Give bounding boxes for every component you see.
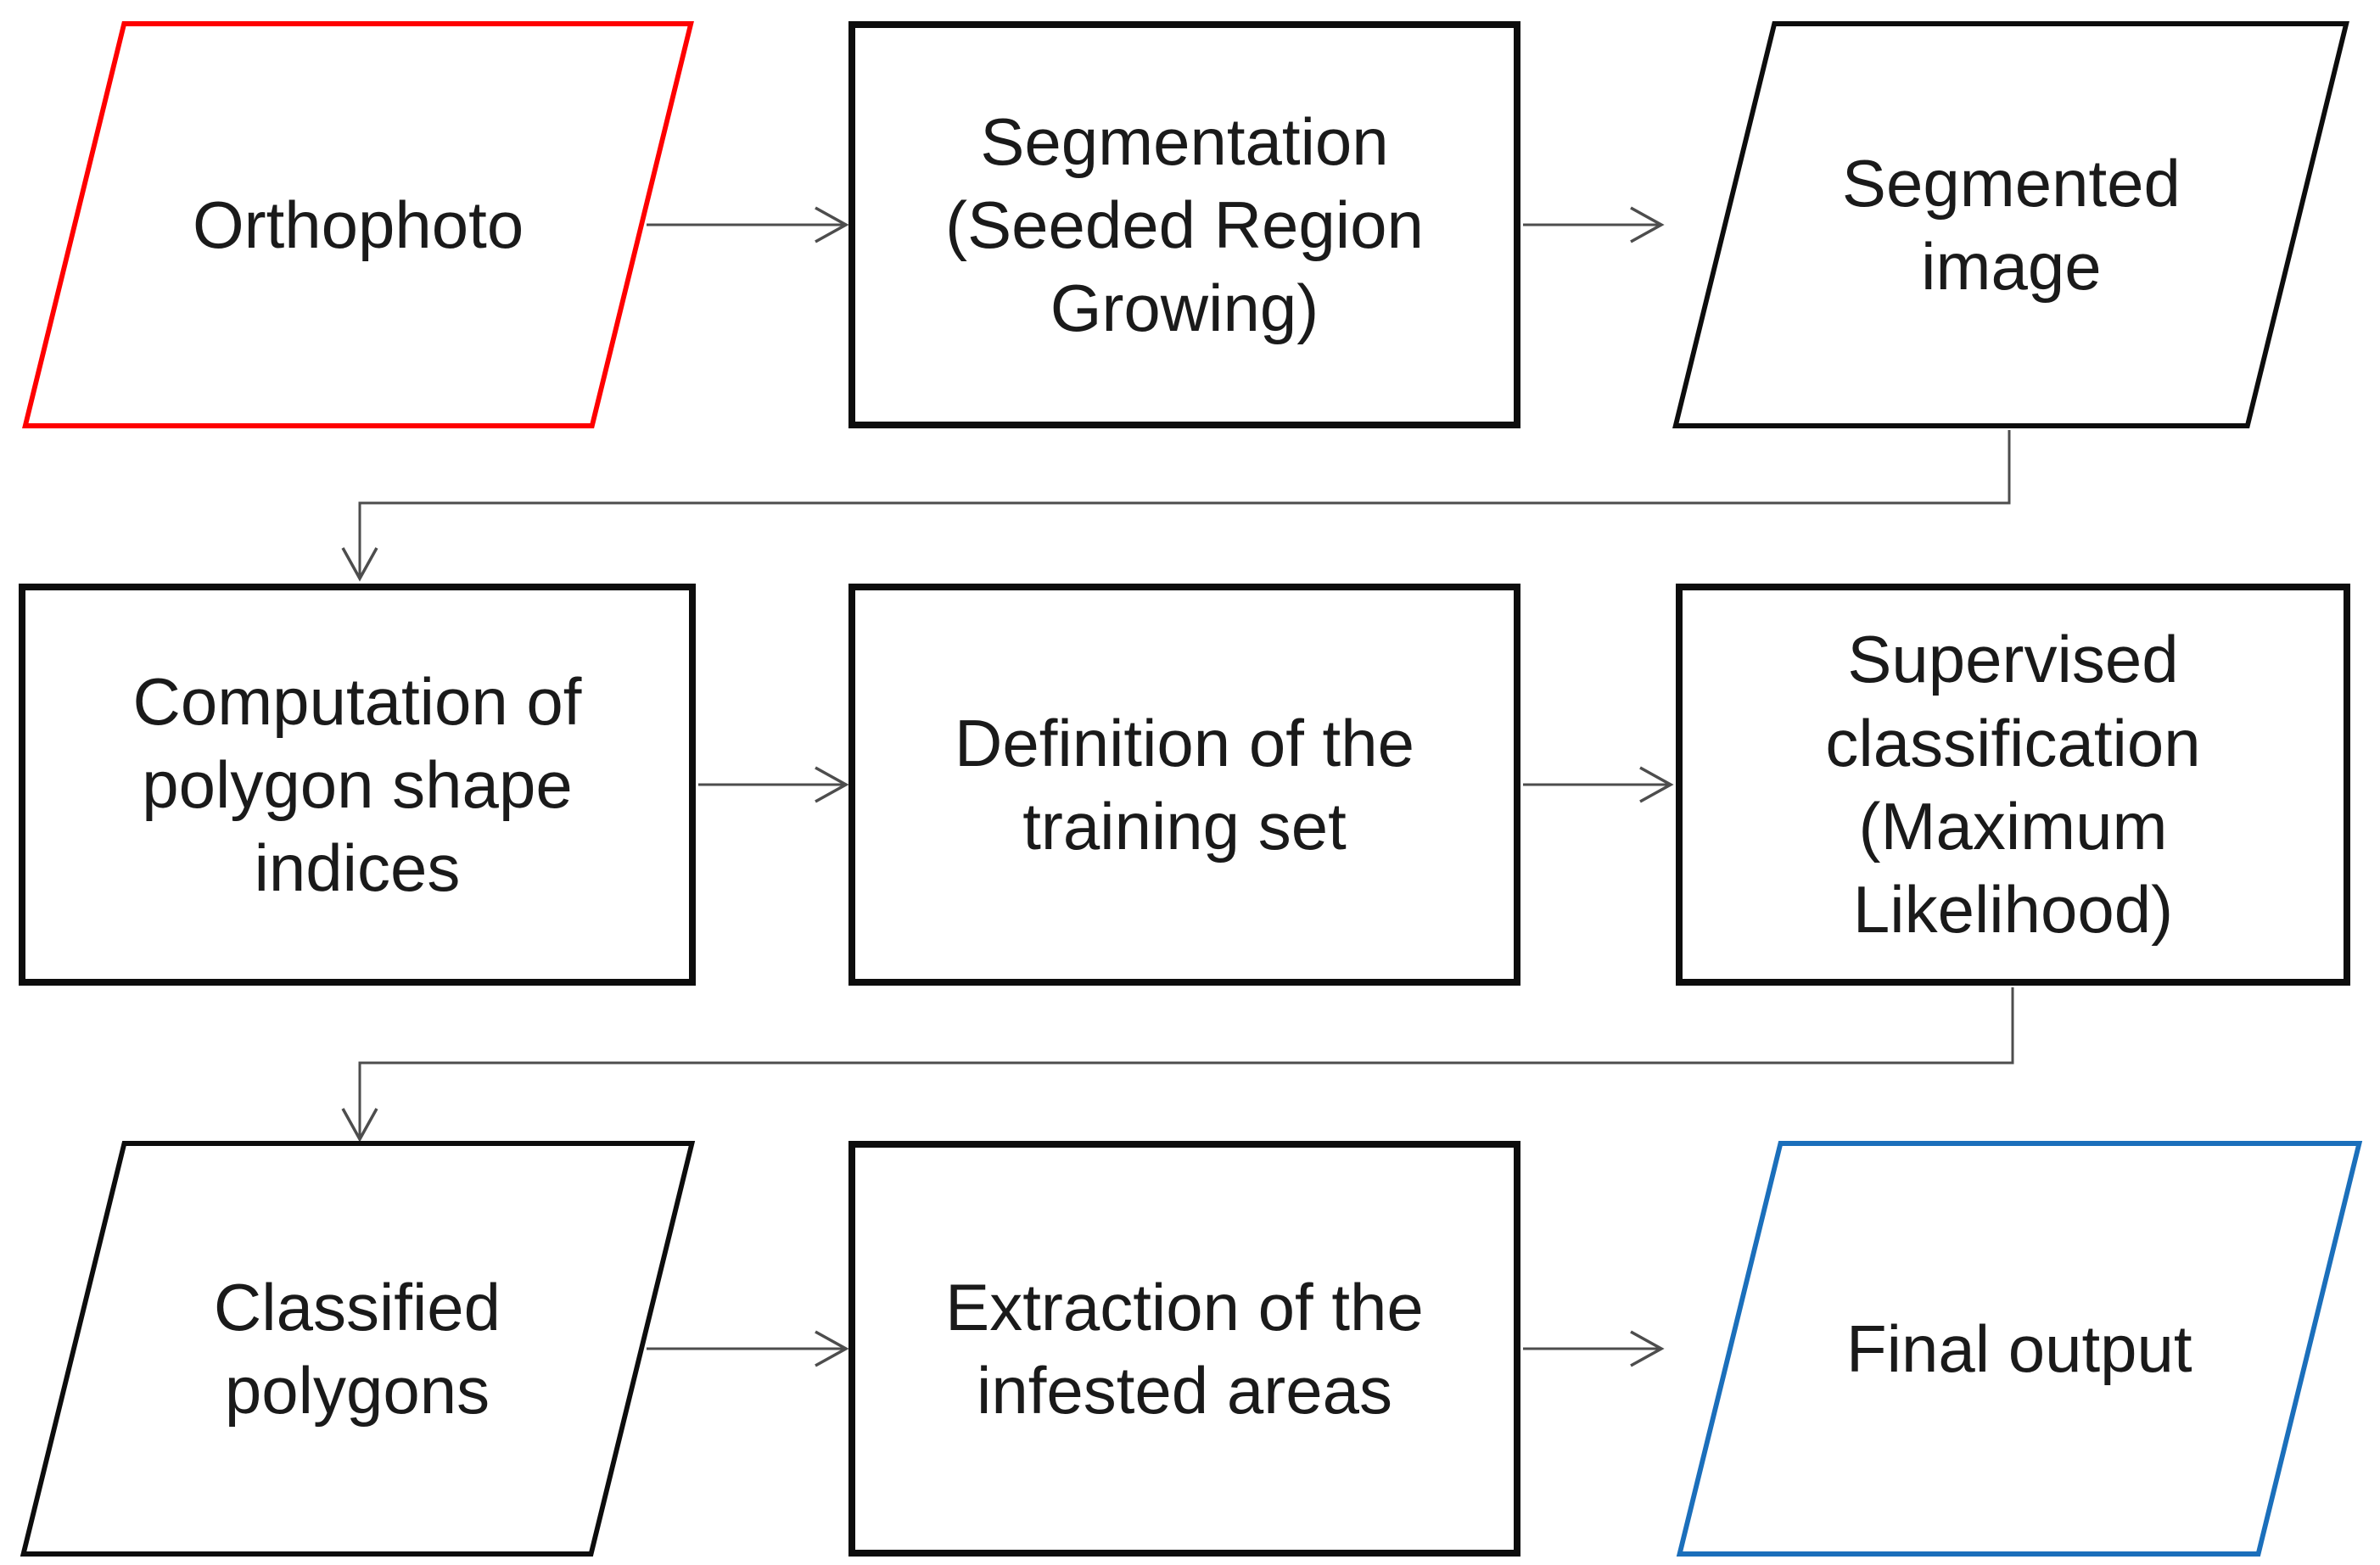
elbow-segmented-image-to-computation-head-icon: [341, 547, 378, 582]
node-extraction: Extraction of the infested areas: [848, 1141, 1520, 1557]
node-supervised-classification: Supervised classification (Maximum Likel…: [1676, 584, 2350, 986]
node-orthophoto-label: Orthophoto: [192, 187, 524, 262]
arrow-classified-polygons-to-extraction-head-icon: [815, 1330, 849, 1367]
node-segmented-image: Segmented image: [1672, 21, 2349, 428]
node-extraction-label: Extraction of the infested areas: [945, 1269, 1424, 1428]
arrow-computation-to-training-set-head-icon: [815, 766, 849, 803]
node-computation: Computation of polygon shape indices: [19, 584, 696, 986]
elbow-supervised-to-classified-polygons-head-icon: [341, 1108, 378, 1143]
node-segmentation-label: Segmentation (Seeded Region Growing): [945, 103, 1424, 346]
node-orthophoto: Orthophoto: [22, 21, 694, 428]
node-final-output: Final output: [1676, 1141, 2363, 1557]
node-training-set-label: Definition of the training set: [954, 705, 1414, 864]
elbow-supervised-to-classified-polygons-line: [358, 987, 2014, 1137]
arrow-training-set-to-supervised-head-icon: [1639, 766, 1674, 803]
elbow-segmented-image-to-computation-line: [358, 430, 2011, 577]
arrow-segmentation-to-segmented-image-head-icon: [1630, 206, 1665, 243]
arrow-orthophoto-to-segmentation-head-icon: [815, 206, 849, 243]
arrow-extraction-to-final-output-head-icon: [1630, 1330, 1665, 1367]
node-final-output-label: Final output: [1846, 1311, 2192, 1386]
node-classified-polygons: Classified polygons: [20, 1141, 696, 1557]
node-supervised-classification-label: Supervised classification (Maximum Likel…: [1825, 622, 2201, 947]
node-segmented-image-label: Segmented image: [1841, 145, 2181, 304]
node-computation-label: Computation of polygon shape indices: [132, 663, 582, 906]
node-segmentation: Segmentation (Seeded Region Growing): [848, 21, 1520, 428]
node-classified-polygons-label: Classified polygons: [214, 1269, 501, 1428]
node-training-set: Definition of the training set: [848, 584, 1520, 986]
